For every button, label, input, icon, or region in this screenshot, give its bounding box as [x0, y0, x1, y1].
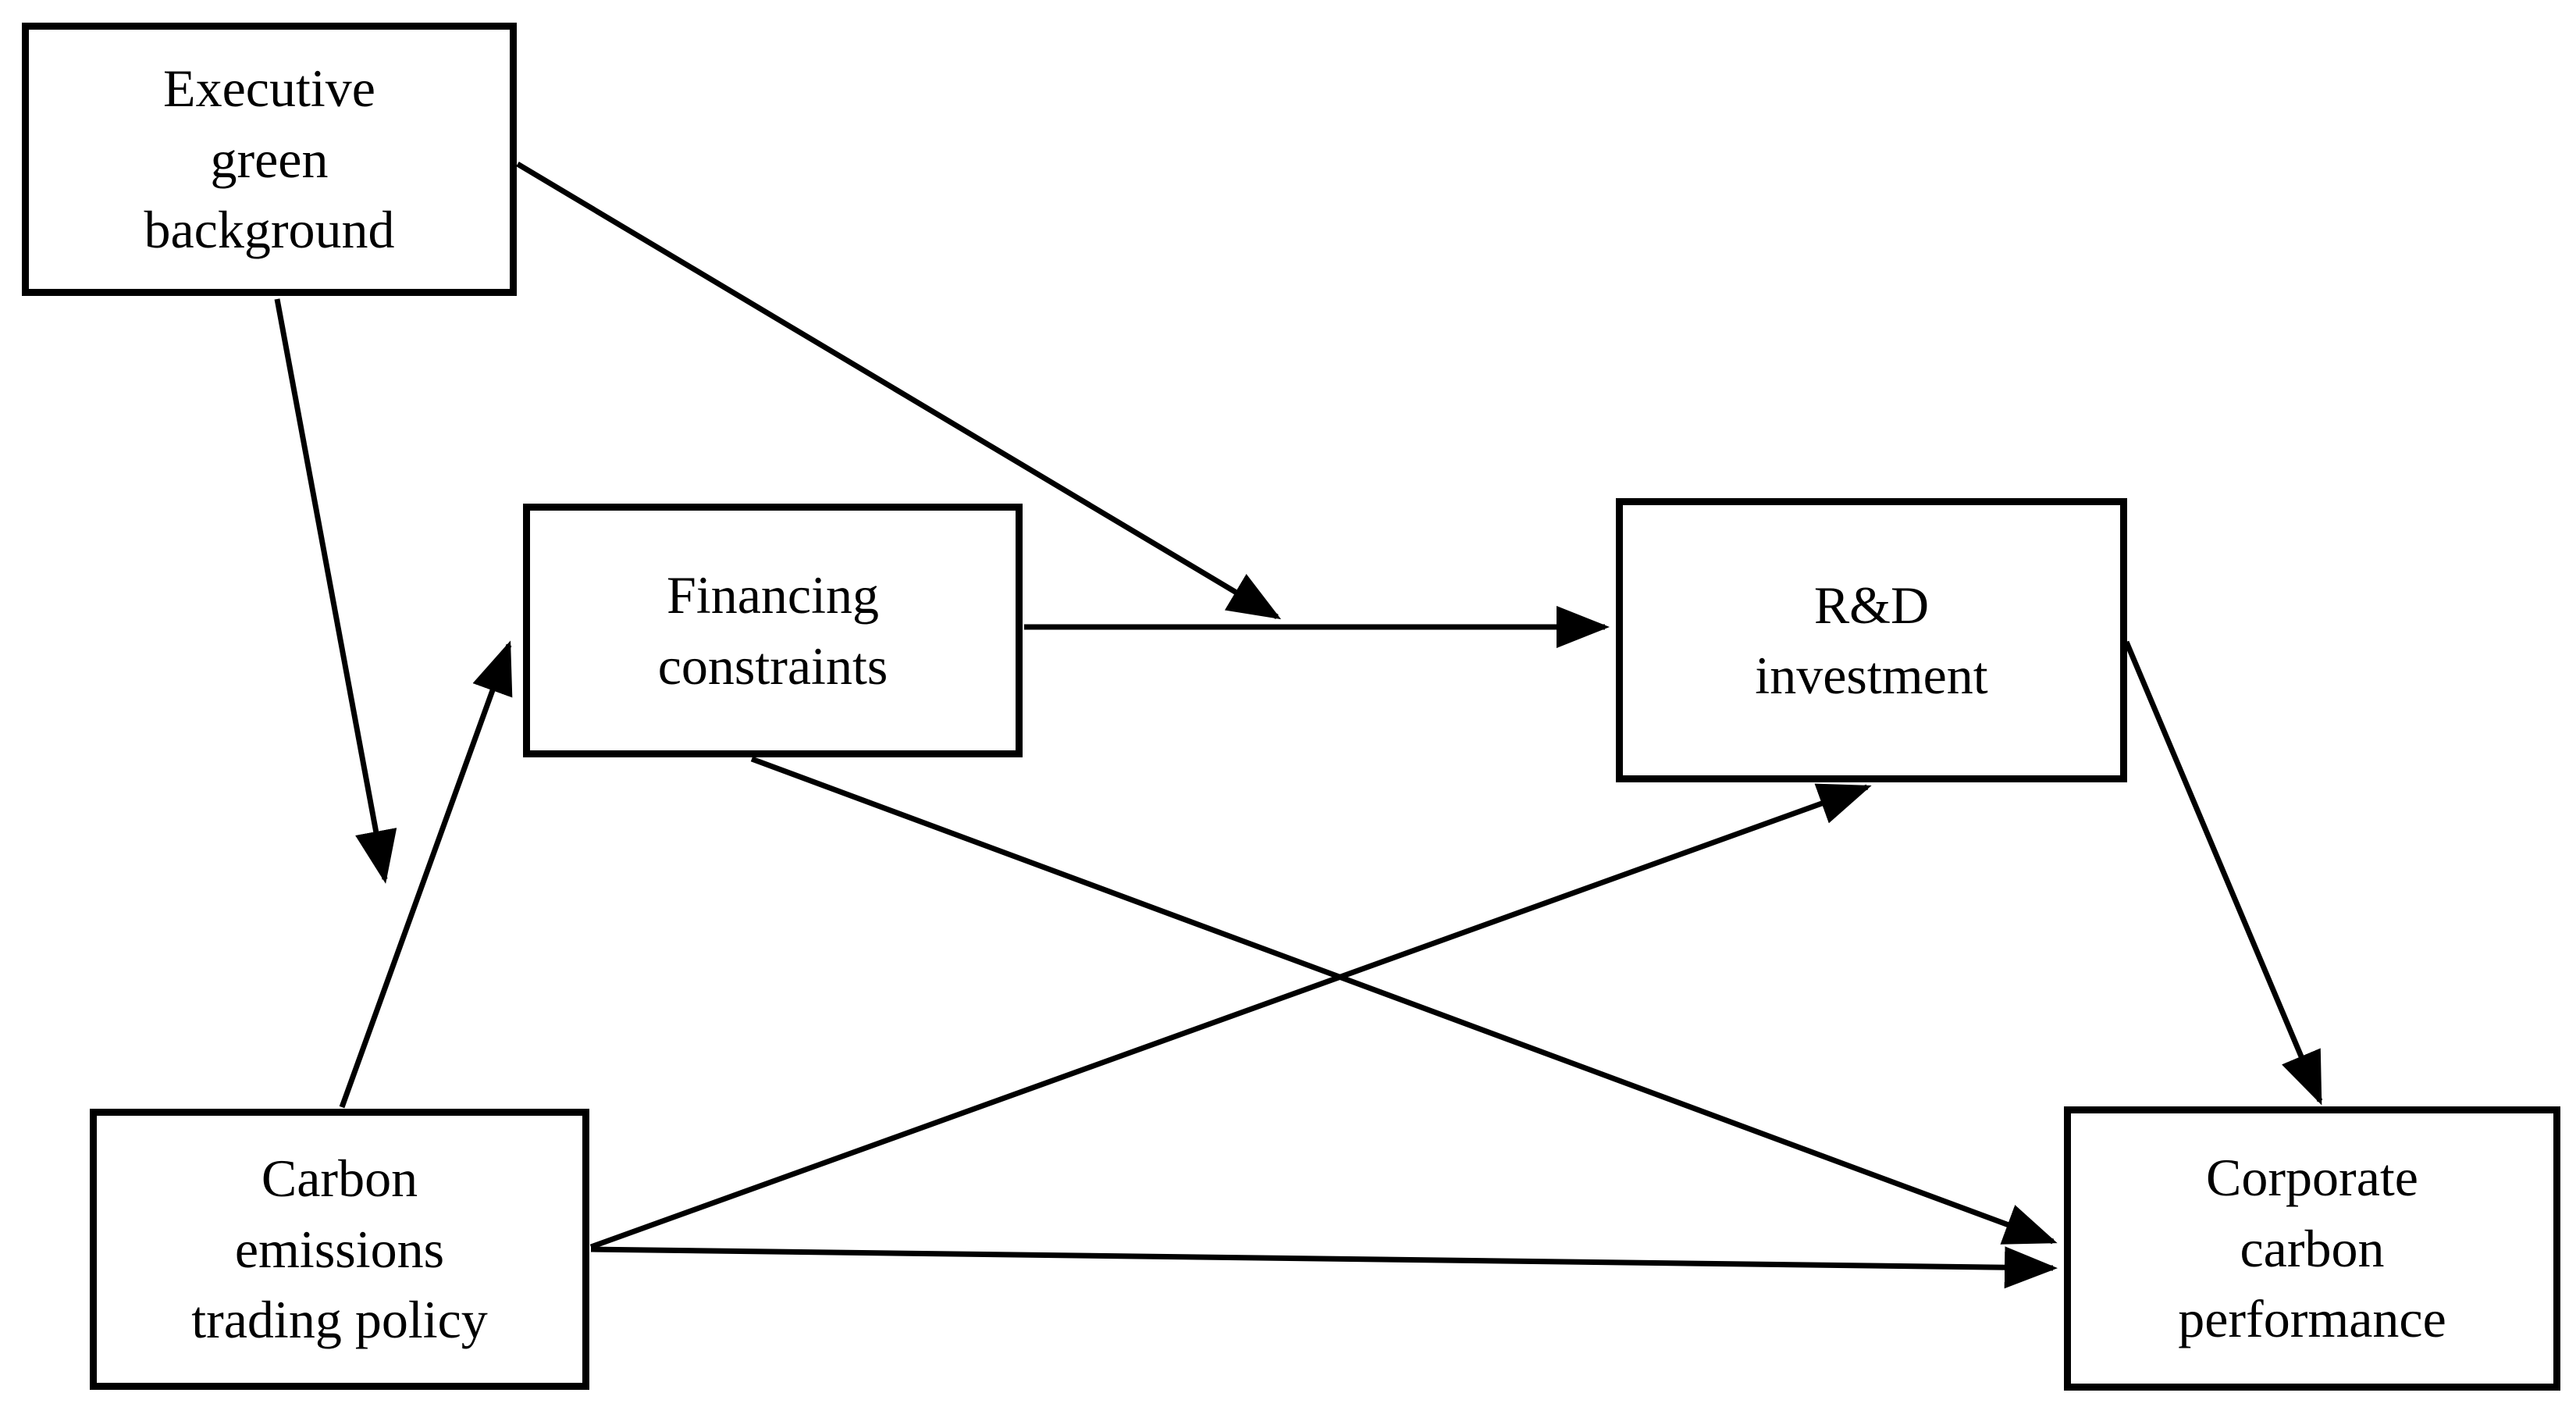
edge-carbon-emissions-trading-policy-to-corporate-carbon-performance	[590, 1246, 2058, 1289]
node-label: R&D investment	[1755, 575, 1988, 705]
edge-rd-investment-to-corporate-carbon-performance	[2123, 640, 2323, 1106]
node-label: Carbon emissions trading policy	[191, 1149, 488, 1350]
edge-executive-green-background-to-link-financing-constraints-to-rd-investment	[516, 161, 1282, 620]
node-financing-constraints: Financing constraints	[523, 504, 1023, 757]
node-executive-green-background: Executive green background	[22, 23, 517, 296]
node-rd-investment: R&D investment	[1616, 498, 2127, 782]
node-carbon-emissions-trading-policy: Carbon emissions trading policy	[90, 1109, 589, 1390]
node-label: Financing constraints	[657, 565, 888, 696]
edge-financing-constraints-to-corporate-carbon-performance	[750, 756, 2058, 1245]
edge-carbon-emissions-trading-policy-to-financing-constraints	[339, 640, 513, 1109]
node-corporate-carbon-performance: Corporate carbon performance	[2064, 1106, 2560, 1391]
edge-executive-green-background-to-link-carbon-policy-to-financing-constraints	[274, 298, 397, 884]
node-label: Corporate carbon performance	[2178, 1148, 2446, 1349]
node-label: Executive green background	[144, 59, 395, 260]
edge-carbon-emissions-trading-policy-to-rd-investment	[589, 783, 1872, 1250]
